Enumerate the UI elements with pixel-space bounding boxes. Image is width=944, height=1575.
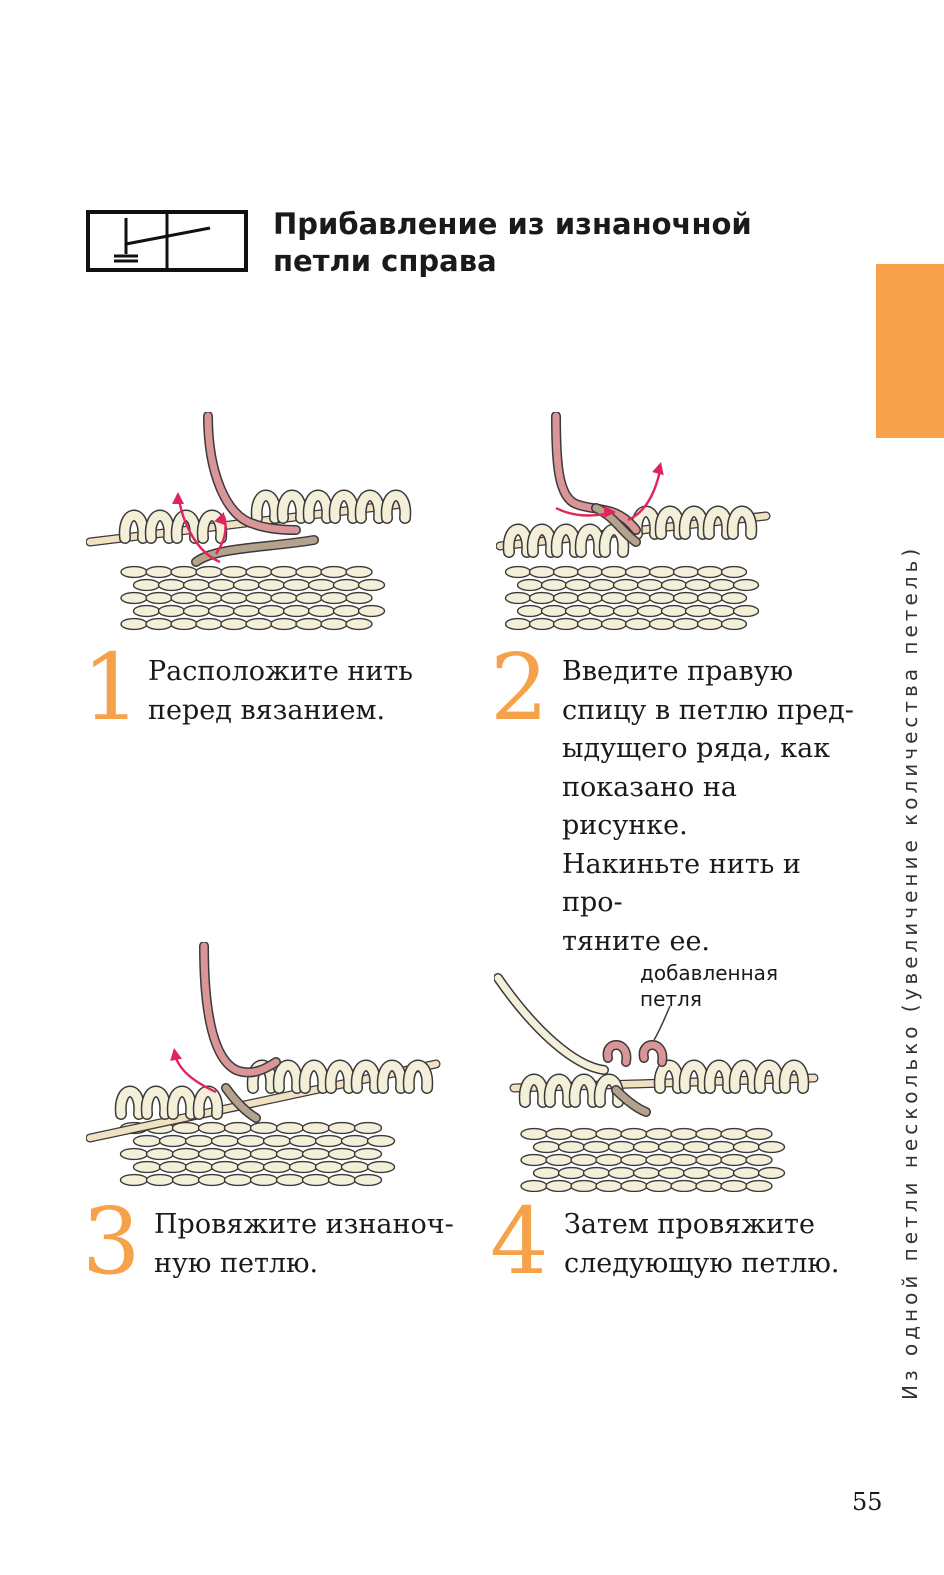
step-2-illustration <box>496 412 771 631</box>
step-2-text: Введите правую спицу в петлю пред- ыдуще… <box>562 656 854 957</box>
chapter-caption: Из одной петли несколько (увеличение кол… <box>898 544 922 1400</box>
page-number: 55 <box>852 1488 883 1516</box>
step-1-number: 1 <box>82 634 141 741</box>
step-3-number: 3 <box>82 1188 141 1295</box>
step-3-text: Провяжите изнаноч- ную петлю. <box>154 1209 454 1279</box>
step-4-illustration <box>494 973 819 1192</box>
step-1-illustration <box>86 412 412 631</box>
step-2-number: 2 <box>490 634 549 741</box>
added-loop-callout: добавленная петля <box>640 961 778 1011</box>
chapter-tab <box>876 264 944 438</box>
knitting-symbol-icon <box>86 210 248 272</box>
step-1-text: Расположите нить перед вязанием. <box>148 656 414 726</box>
step-4-text: Затем провяжите следующую петлю. <box>564 1209 840 1279</box>
step-4-number: 4 <box>490 1188 549 1295</box>
page-title: Прибавление из изнаночной петли справа <box>273 207 752 278</box>
step-3-illustration <box>86 942 441 1187</box>
